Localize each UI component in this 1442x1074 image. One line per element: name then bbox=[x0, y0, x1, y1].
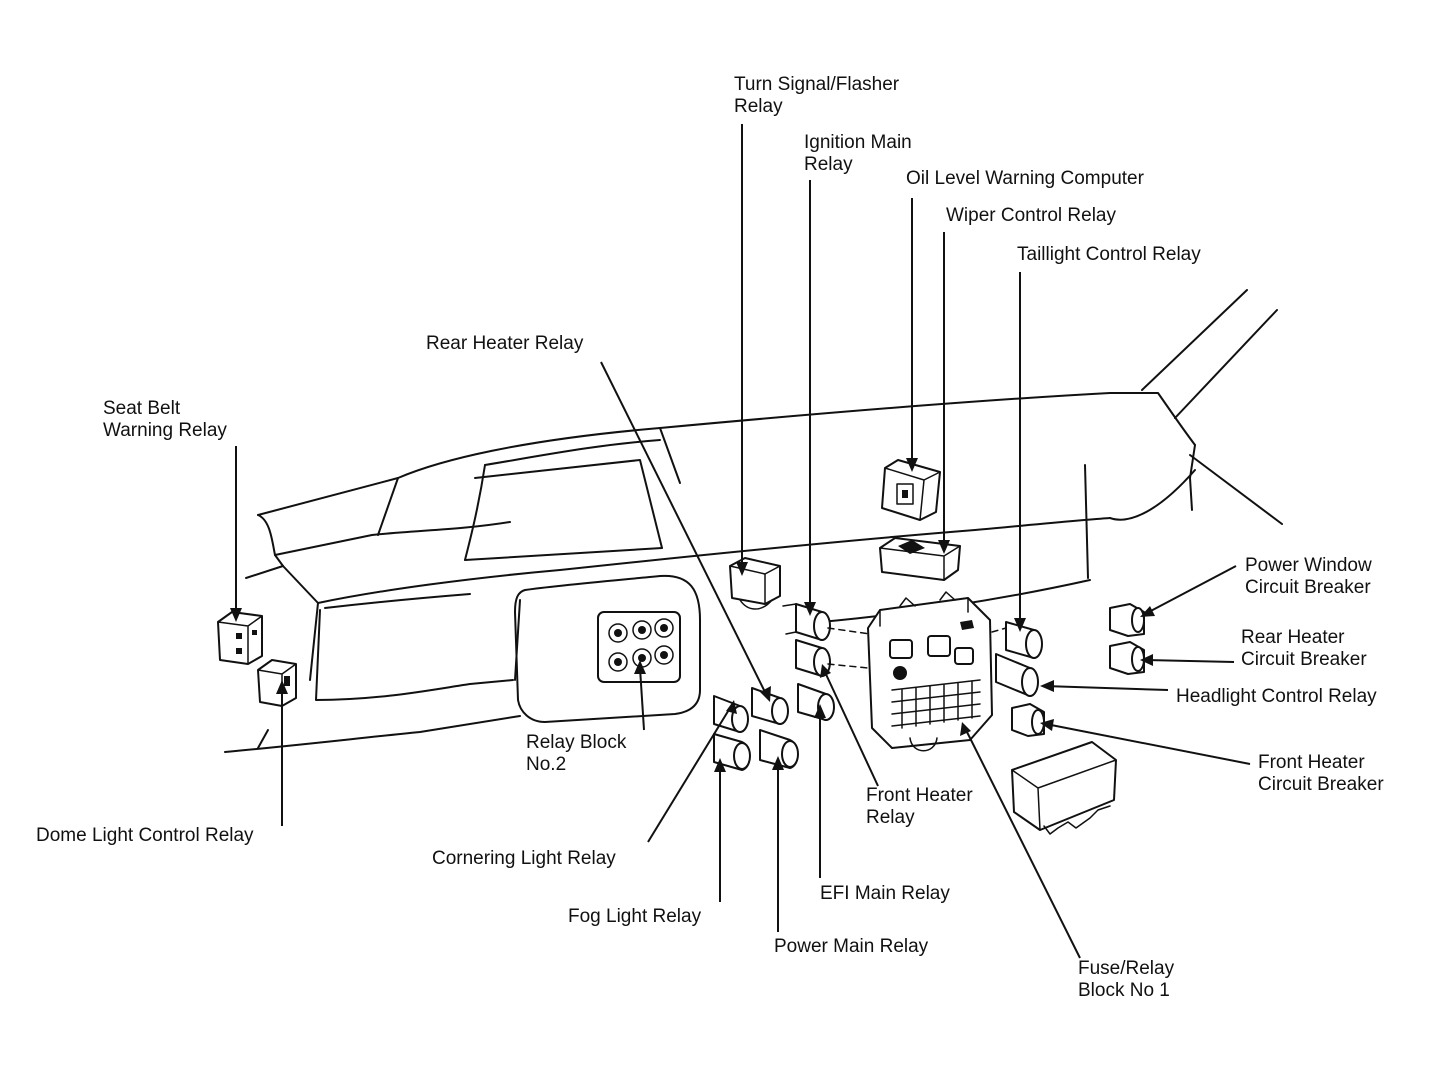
label-relay-block-no2: Relay Block No.2 bbox=[526, 732, 626, 776]
label-line: Circuit Breaker bbox=[1245, 577, 1371, 598]
label-line: Front Heater bbox=[866, 785, 973, 806]
fuse-relay-block-no1-graphic bbox=[867, 591, 993, 752]
arrowheads bbox=[230, 458, 1155, 772]
label-power-window-circuit-breaker: Power Window Circuit Breaker bbox=[1245, 555, 1372, 599]
oil-level-computer-graphic bbox=[881, 459, 941, 521]
relay-block-no2-graphic bbox=[597, 611, 681, 683]
label-rear-heater-circuit-breaker: Rear Heater Circuit Breaker bbox=[1241, 627, 1367, 671]
label-line: Relay bbox=[866, 807, 915, 828]
label-line: Circuit Breaker bbox=[1258, 774, 1384, 795]
label-line: Relay bbox=[804, 154, 853, 175]
label-line: Dome Light Control Relay bbox=[36, 825, 254, 846]
label-cornering-light-relay: Cornering Light Relay bbox=[432, 848, 616, 870]
label-line: Circuit Breaker bbox=[1241, 649, 1367, 670]
label-efi-main-relay: EFI Main Relay bbox=[820, 883, 950, 905]
label-front-heater-circuit-breaker: Front Heater Circuit Breaker bbox=[1258, 752, 1384, 796]
label-wiper-control-relay: Wiper Control Relay bbox=[946, 205, 1116, 227]
dashboard-outline bbox=[224, 289, 1283, 753]
label-line: Rear Heater bbox=[1241, 627, 1345, 648]
label-line: Power Window bbox=[1245, 555, 1372, 576]
label-ignition-main-relay: Ignition Main Relay bbox=[804, 132, 912, 176]
leader-lines bbox=[235, 124, 1251, 959]
label-line: Headlight Control Relay bbox=[1176, 686, 1377, 707]
label-line: Relay Block bbox=[526, 732, 627, 753]
circuit-breakers bbox=[1011, 603, 1145, 737]
label-line: Fuse/Relay bbox=[1078, 958, 1175, 979]
label-rear-heater-relay: Rear Heater Relay bbox=[426, 333, 583, 355]
label-line: Fog Light Relay bbox=[568, 906, 702, 927]
label-fog-light-relay: Fog Light Relay bbox=[568, 906, 701, 928]
wiper-relay-graphic bbox=[879, 537, 961, 581]
label-line: Turn Signal/Flasher bbox=[734, 74, 900, 95]
label-turn-signal-flasher-relay: Turn Signal/Flasher Relay bbox=[734, 74, 899, 118]
label-line: Relay bbox=[734, 96, 783, 117]
label-line: Power Main Relay bbox=[774, 936, 929, 957]
label-power-main-relay: Power Main Relay bbox=[774, 936, 928, 958]
dome-light-relay-graphic bbox=[257, 659, 297, 707]
label-line: Taillight Control Relay bbox=[1017, 244, 1201, 265]
label-taillight-control-relay: Taillight Control Relay bbox=[1017, 244, 1201, 266]
label-oil-level-warning-computer: Oil Level Warning Computer bbox=[906, 168, 1144, 190]
label-line: No.2 bbox=[526, 754, 567, 775]
label-line: Front Heater bbox=[1258, 752, 1365, 773]
label-fuse-relay-block-no1: Fuse/Relay Block No 1 bbox=[1078, 958, 1174, 1002]
label-line: Seat Belt bbox=[103, 398, 181, 419]
label-line: Block No 1 bbox=[1078, 980, 1170, 1001]
label-line: Rear Heater Relay bbox=[426, 333, 584, 354]
label-front-heater-relay: Front Heater Relay bbox=[866, 785, 973, 829]
label-line: Wiper Control Relay bbox=[946, 205, 1116, 226]
cylinder-relays bbox=[713, 603, 1043, 771]
turn-signal-relay-graphic bbox=[729, 557, 781, 610]
label-line: Oil Level Warning Computer bbox=[906, 168, 1144, 189]
label-headlight-control-relay: Headlight Control Relay bbox=[1176, 686, 1377, 708]
label-dome-light-control-relay: Dome Light Control Relay bbox=[36, 825, 254, 847]
fuse-block-cover bbox=[1011, 741, 1117, 835]
label-line: Warning Relay bbox=[103, 420, 227, 441]
seat-belt-relay-graphic bbox=[217, 611, 263, 665]
label-line: Ignition Main bbox=[804, 132, 912, 153]
label-seat-belt-warning-relay: Seat Belt Warning Relay bbox=[103, 398, 227, 442]
label-line: EFI Main Relay bbox=[820, 883, 950, 904]
label-line: Cornering Light Relay bbox=[432, 848, 616, 869]
